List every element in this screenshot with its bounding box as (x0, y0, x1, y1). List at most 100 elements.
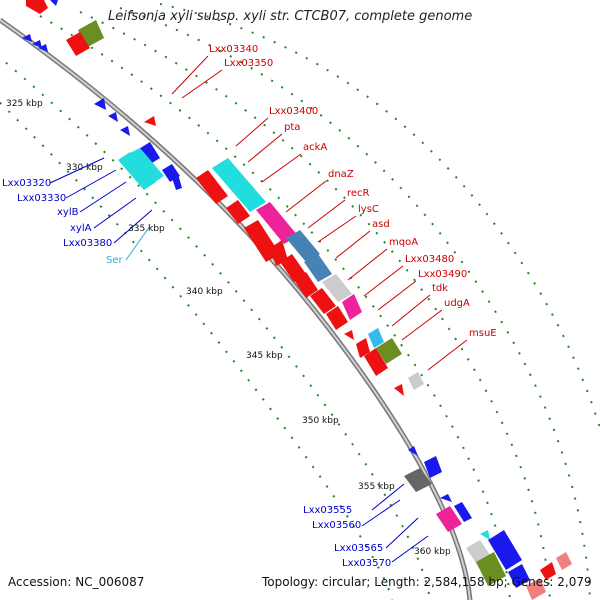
gene-feature-blue-a[interactable] (22, 34, 32, 42)
gene-feature-olive-b[interactable] (376, 338, 402, 364)
label-leader-line (171, 55, 209, 95)
gene-label-tdk[interactable]: tdk (432, 283, 448, 294)
kbp-tick-labels: 325 kbp 330 kbp 335 kbp 340 kbp 345 kbp … (6, 99, 451, 557)
gene-feature-blue-top[interactable] (50, 0, 58, 6)
label-leader-line (113, 209, 153, 244)
gene-feature-red-recr[interactable] (244, 220, 280, 262)
label-leader-lines (49, 55, 468, 563)
label-leader-line (347, 248, 388, 281)
gene-feature-red-mqoa[interactable] (280, 254, 306, 282)
gene-feature-steel-b[interactable] (304, 254, 332, 282)
gene-feature-blue-f[interactable] (120, 126, 130, 136)
gene-feature-blue-g[interactable] (408, 446, 418, 456)
gene-feature-blue-i[interactable] (454, 502, 472, 522)
gene-label-lxx03480[interactable]: Lxx03480 (405, 254, 454, 265)
gene-feature-steel-asd[interactable] (286, 230, 320, 262)
gene-feature-magenta-tdk[interactable] (342, 294, 362, 320)
gene-feature-blue-e[interactable] (108, 112, 118, 122)
label-leader-line (65, 169, 117, 199)
gene-feature-salmon-b[interactable] (526, 578, 546, 600)
kbp-label-360: 360 kbp (414, 547, 451, 557)
label-leader-line (385, 517, 419, 549)
gene-label-lxx03380[interactable]: Lxx03380 (63, 238, 112, 249)
gene-feature-red-lxx03400[interactable] (196, 170, 228, 204)
gene-label-acka[interactable]: ackA (303, 142, 327, 153)
kbp-label-335: 335 kbp (128, 224, 165, 234)
gene-label-lxx03570[interactable]: Lxx03570 (342, 558, 391, 569)
label-leader-line (391, 294, 431, 327)
label-leader-line (371, 483, 405, 511)
label-leader-line (391, 535, 429, 563)
gene-feature-red-udga[interactable] (326, 306, 348, 330)
kbp-label-355: 355 kbp (358, 482, 395, 492)
gene-feature-blue-lxx03555[interactable] (424, 456, 442, 478)
gene-label-mqoa[interactable]: mqoA (389, 237, 418, 248)
gene-feature-salmon[interactable] (556, 552, 572, 570)
genome-backbone-highlight (0, 19, 471, 600)
label-leader-line (335, 230, 371, 259)
gene-feature-cyan-ser[interactable] (118, 152, 156, 190)
label-leader-line (79, 181, 127, 213)
gene-label-lxx03560[interactable]: Lxx03560 (312, 520, 361, 531)
gene-feature-magenta-dnaz[interactable] (256, 202, 298, 244)
gene-label-ser[interactable]: Ser (106, 255, 124, 266)
gene-feature-red-c[interactable] (294, 272, 318, 298)
gene-label-lxx03340[interactable]: Lxx03340 (209, 44, 258, 55)
gene-feature-red-d[interactable] (344, 330, 354, 340)
gene-label-xylb[interactable]: xylB (57, 207, 79, 218)
gene-feature-red-e[interactable] (356, 338, 370, 358)
gene-label-lysc[interactable]: lysC (358, 204, 379, 215)
gene-label-recr[interactable]: recR (347, 188, 370, 199)
gene-feature-red-acka[interactable] (226, 200, 250, 224)
gene-feature-red-lysc[interactable] (270, 240, 288, 266)
dotted-guide-arc (159, 3, 600, 432)
gene-feature-olive-c[interactable] (476, 552, 506, 586)
gene-label-asd[interactable]: asd (372, 219, 390, 230)
accession-text: Accession: NC_006087 (8, 575, 145, 589)
gene-label-lxx03565[interactable]: Lxx03565 (334, 543, 383, 554)
gene-feature-cyan-b[interactable] (480, 530, 490, 540)
gene-feature-cyan-pta[interactable] (212, 158, 266, 212)
reverse-gene-labels: Lxx03320 Lxx03330 xylB xylA Lxx03380 Lxx… (2, 178, 391, 569)
gene-feature-cyan-ser-b[interactable] (128, 148, 164, 184)
gene-feature-blue-k[interactable] (508, 564, 530, 588)
gene-label-xyla[interactable]: xylA (70, 223, 92, 234)
gene-label-pta[interactable]: pta (284, 122, 300, 133)
gene-feature-blue-d[interactable] (94, 98, 106, 110)
gene-label-lxx03400[interactable]: Lxx03400 (269, 106, 318, 117)
gene-feature-gray-b[interactable] (408, 372, 424, 390)
gene-feature-blue-b[interactable] (32, 40, 42, 48)
gene-feature-red-g[interactable] (394, 384, 404, 396)
gene-feature-magenta-lxx03565[interactable] (436, 506, 462, 532)
gene-feature-blue-lxx03380[interactable] (172, 174, 182, 190)
label-leader-line (285, 180, 327, 213)
gene-label-lxx03320[interactable]: Lxx03320 (2, 178, 51, 189)
gene-feature-red-lxx03490[interactable] (310, 288, 336, 314)
gene-feature-gray-lxx03480[interactable] (322, 274, 352, 302)
gene-features (22, 0, 572, 600)
label-leader-line (235, 117, 269, 147)
gene-label-lxx03490[interactable]: Lxx03490 (418, 269, 467, 280)
gene-label-lxx03555[interactable]: Lxx03555 (303, 505, 352, 516)
label-leader-line (307, 199, 346, 229)
gene-feature-blue-h[interactable] (440, 494, 452, 502)
gene-feature-darkgray-lxx03560[interactable] (404, 468, 432, 492)
gene-label-msue[interactable]: msuE (469, 328, 497, 339)
kbp-label-325: 325 kbp (6, 99, 43, 109)
gene-feature-red-h[interactable] (540, 562, 556, 580)
gene-feature-blue-c[interactable] (38, 44, 48, 52)
gene-feature-sky-msue[interactable] (368, 328, 384, 348)
gene-label-lxx03330[interactable]: Lxx03330 (17, 193, 66, 204)
gene-feature-red-lxx03340[interactable] (66, 32, 90, 56)
gene-feature-blue-j[interactable] (488, 530, 522, 570)
gene-feature-red-f[interactable] (364, 348, 388, 376)
gene-feature-red-top[interactable] (26, 0, 48, 14)
genome-backbone (0, 17, 473, 600)
gene-label-lxx03350[interactable]: Lxx03350 (224, 58, 273, 69)
label-leader-line (247, 133, 283, 163)
gene-feature-red-small[interactable] (144, 116, 156, 126)
gene-label-udga[interactable]: udgA (444, 298, 470, 309)
label-leader-line (125, 225, 151, 261)
gene-label-dnaz[interactable]: dnaZ (328, 169, 354, 180)
